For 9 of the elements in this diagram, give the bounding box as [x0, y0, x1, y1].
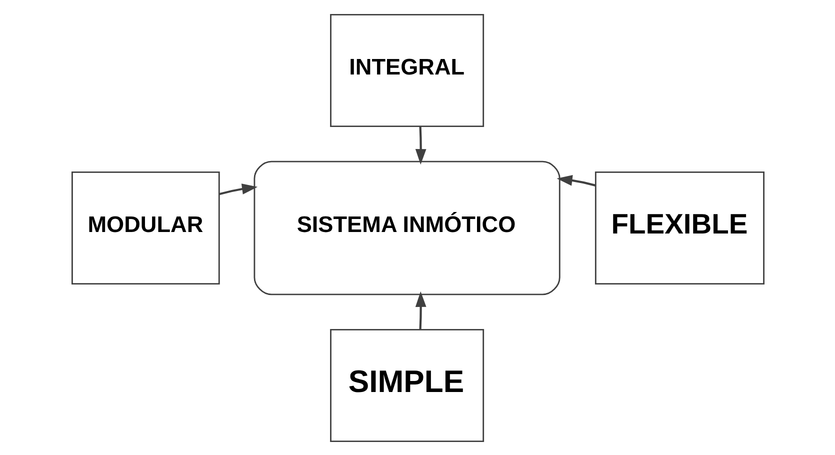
arrow [218, 183, 258, 195]
node-box: MODULAR [70, 170, 220, 284]
node-box: SISTEMA INMÓTICO [253, 160, 560, 295]
arrow [556, 174, 596, 186]
node-box: INTEGRAL [330, 13, 484, 126]
arrow [414, 126, 426, 164]
arrow [414, 290, 426, 329]
node-box: SIMPLE [330, 328, 484, 442]
node-box: FLEXIBLE [594, 170, 764, 284]
